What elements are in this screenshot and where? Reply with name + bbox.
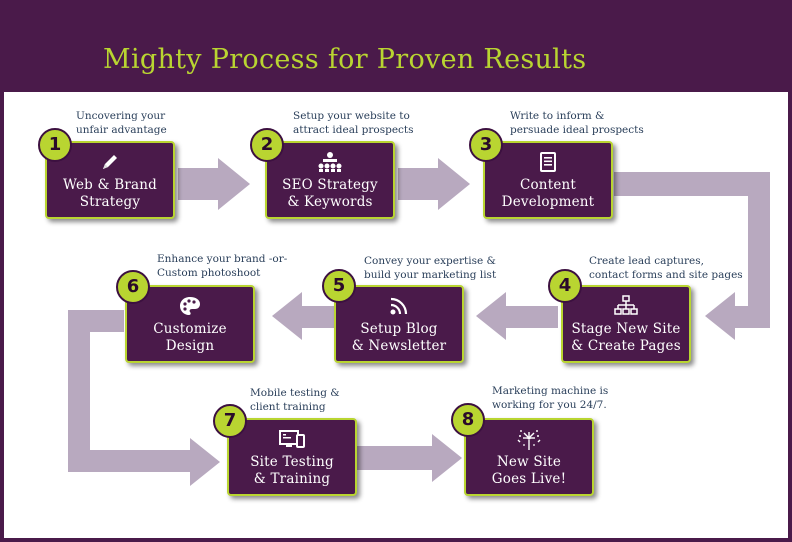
- step-4-number: 4: [548, 269, 582, 303]
- caption-line: Write to inform &: [510, 110, 605, 122]
- step-6-caption: Enhance your brand -or- Custom photoshoo…: [157, 252, 287, 280]
- caption-line: persuade ideal prospects: [510, 124, 644, 136]
- step-7-number: 7: [213, 404, 247, 438]
- step-8-caption: Marketing machine is working for you 24/…: [492, 384, 608, 412]
- step-7-box: Site Testing & Training: [227, 418, 357, 496]
- step-3-caption: Write to inform & persuade ideal prospec…: [510, 109, 644, 137]
- step-1-box: Web & Brand Strategy: [45, 141, 175, 219]
- step-2-caption: Setup your website to attract ideal pros…: [293, 109, 414, 137]
- step-6-box: Customize Design: [125, 285, 255, 363]
- step-5-caption: Convey your expertise & build your marke…: [364, 254, 496, 282]
- step-1-label: Web & Brand Strategy: [47, 177, 173, 211]
- label-line: & Training: [253, 471, 331, 487]
- caption-line: Enhance your brand -or-: [157, 253, 288, 265]
- caption-line: Marketing machine is: [492, 385, 609, 397]
- label-line: & Newsletter: [351, 338, 447, 354]
- arrow-4-to-5: [476, 292, 558, 340]
- step-1-number: 1: [38, 128, 72, 162]
- arrow-3-to-4: [614, 172, 770, 340]
- label-line: Stage New Site: [571, 321, 681, 337]
- step-8-box: New Site Goes Live!: [464, 418, 594, 496]
- step-5-label: Setup Blog & Newsletter: [336, 321, 462, 355]
- step-3-number: 3: [469, 128, 503, 162]
- frame-left: [0, 92, 4, 542]
- label-line: Design: [165, 338, 215, 354]
- step-3-label: Content Development: [485, 177, 611, 211]
- arrow-3-to-4-trunk: [614, 174, 768, 196]
- label-line: New Site: [496, 454, 562, 470]
- label-line: Strategy: [79, 194, 141, 210]
- arrow-5-to-6: [272, 292, 334, 340]
- step-8-label: New Site Goes Live!: [466, 454, 592, 488]
- label-line: Web & Brand: [63, 177, 157, 193]
- frame-right: [788, 92, 792, 542]
- caption-line: Mobile testing &: [250, 387, 340, 399]
- rss-icon: [336, 295, 462, 317]
- caption-line: contact forms and site pages: [589, 269, 743, 281]
- caption-line: Create lead captures,: [589, 255, 704, 267]
- sitemap-icon: [563, 295, 689, 317]
- label-line: & Create Pages: [571, 338, 681, 354]
- caption-line: unfair advantage: [76, 124, 167, 136]
- label-line: & Keywords: [287, 194, 373, 210]
- label-line: SEO Strategy: [282, 177, 378, 193]
- step-4-box: Stage New Site & Create Pages: [561, 285, 691, 363]
- document-icon: [485, 151, 611, 173]
- people-network-icon: [267, 151, 393, 173]
- caption-line: build your marketing list: [364, 269, 497, 281]
- step-5-box: Setup Blog & Newsletter: [334, 285, 464, 363]
- label-line: Site Testing: [250, 454, 334, 470]
- devices-icon: [229, 428, 355, 450]
- step-7-label: Site Testing & Training: [229, 454, 355, 488]
- caption-line: working for you 24/7.: [492, 399, 607, 411]
- step-8-number: 8: [451, 403, 485, 437]
- fireworks-icon: [466, 428, 592, 450]
- diagram-title: Mighty Process for Proven Results: [103, 44, 587, 75]
- caption-line: attract ideal prospects: [293, 124, 414, 136]
- caption-line: Custom photoshoot: [157, 267, 261, 279]
- label-line: Customize: [153, 321, 227, 337]
- step-5-number: 5: [322, 269, 356, 303]
- caption-line: Setup your website to: [293, 110, 410, 122]
- label-line: Development: [501, 194, 595, 210]
- palette-icon: [127, 295, 253, 317]
- pencil-icon: [47, 151, 173, 173]
- arrow-2-to-3: [398, 158, 470, 210]
- frame-bottom: [0, 538, 792, 542]
- label-line: Goes Live!: [491, 471, 567, 487]
- step-6-number: 6: [116, 270, 150, 304]
- arrow-7-to-8: [356, 434, 462, 482]
- caption-line: Convey your expertise &: [364, 255, 496, 267]
- arrow-3-to-4-drop: [748, 174, 770, 328]
- step-6-label: Customize Design: [127, 321, 253, 355]
- step-1-caption: Uncovering your unfair advantage: [76, 109, 167, 137]
- step-4-caption: Create lead captures, contact forms and …: [589, 254, 743, 282]
- step-7-caption: Mobile testing & client training: [250, 386, 340, 414]
- caption-line: client training: [250, 401, 326, 413]
- caption-line: Uncovering your: [76, 110, 166, 122]
- step-2-box: SEO Strategy & Keywords: [265, 141, 395, 219]
- step-2-label: SEO Strategy & Keywords: [267, 177, 393, 211]
- step-2-number: 2: [250, 128, 284, 162]
- arrow-6-to-7: [68, 310, 220, 486]
- label-line: Content: [519, 177, 577, 193]
- step-3-box: Content Development: [483, 141, 613, 219]
- step-4-label: Stage New Site & Create Pages: [563, 321, 689, 355]
- arrow-1-to-2: [178, 158, 250, 210]
- label-line: Setup Blog: [360, 321, 438, 337]
- header-band: [0, 0, 792, 92]
